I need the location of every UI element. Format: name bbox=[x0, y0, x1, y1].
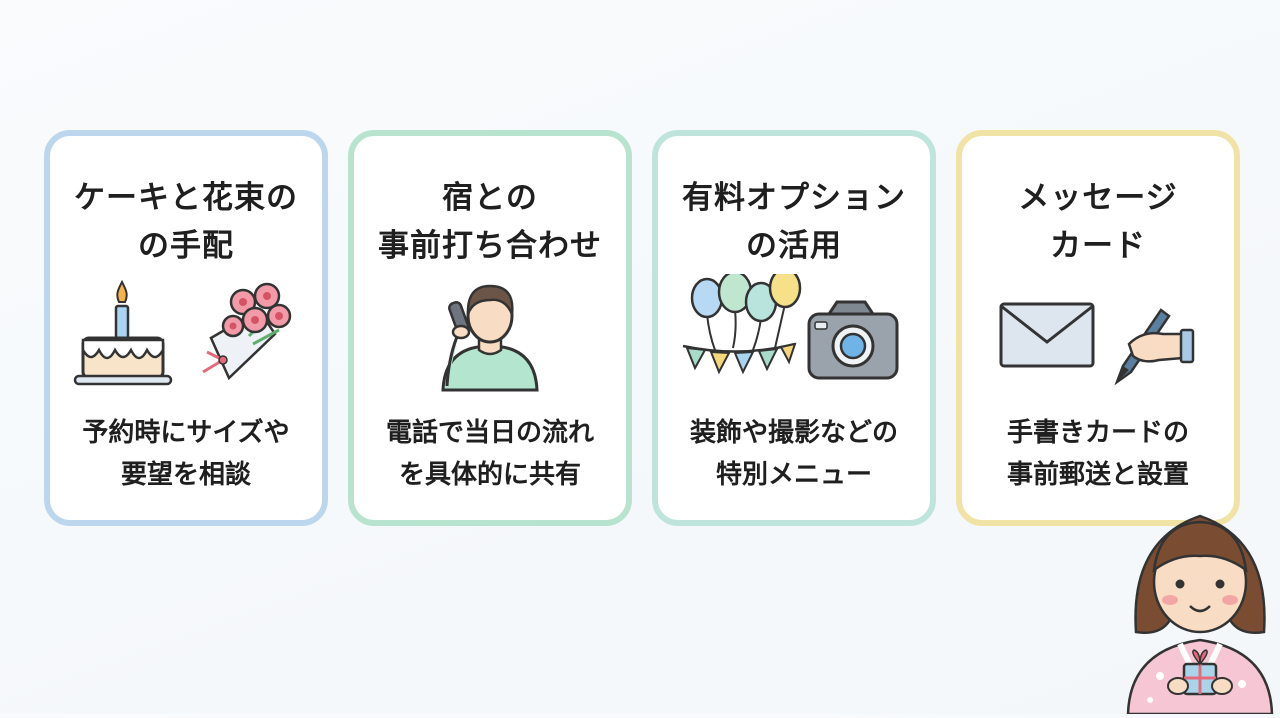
card-desc-line: 電話で当日の流れ bbox=[385, 418, 594, 448]
card-desc-line: 装飾や撮影などの bbox=[689, 418, 898, 448]
phone-call-person-icon bbox=[441, 284, 539, 392]
card-description: 装飾や撮影などの 特別メニュー bbox=[658, 412, 930, 496]
card-cake-flowers: ケーキと花束の の手配 予約時に bbox=[44, 130, 328, 526]
card-message-card: メッセージ カード 手書きカードの 事前郵送と設置 bbox=[956, 130, 1240, 526]
kimono-girl-mascot bbox=[1120, 500, 1280, 716]
card-desc-line: 要望を相談 bbox=[120, 460, 251, 490]
card-title-line: ケーキと花束の bbox=[74, 180, 298, 216]
card-paid-options: 有料オプション の活用 bbox=[652, 130, 936, 526]
card-illustration bbox=[354, 274, 626, 392]
card-illustration bbox=[50, 274, 322, 392]
birthday-cake-icon bbox=[73, 279, 173, 386]
envelope-icon bbox=[999, 302, 1095, 368]
card-title-line: カード bbox=[1050, 228, 1146, 264]
card-desc-line: 手書きカードの bbox=[1006, 418, 1189, 448]
card-description: 電話で当日の流れ を具体的に共有 bbox=[354, 412, 626, 496]
card-title-line: 宿との bbox=[442, 180, 538, 216]
bunting-flags-icon bbox=[682, 342, 797, 375]
card-inn-consultation: 宿との 事前打ち合わせ 電話で当日の流れ を具体的に共有 bbox=[348, 130, 632, 526]
card-title-line: メッセージ bbox=[1018, 180, 1178, 216]
balloons-icon bbox=[690, 274, 802, 351]
card-title-line: の手配 bbox=[138, 228, 234, 264]
camera-icon bbox=[807, 300, 899, 380]
card-title: ケーキと花束の の手配 bbox=[50, 174, 322, 270]
card-title-line: 有料オプション bbox=[682, 180, 906, 216]
card-title-line: の活用 bbox=[746, 228, 842, 264]
flower-bouquet-icon bbox=[202, 282, 292, 381]
writing-hand-icon bbox=[1114, 308, 1195, 386]
card-description: 予約時にサイズや 要望を相談 bbox=[50, 412, 322, 496]
card-desc-line: 特別メニュー bbox=[715, 460, 872, 490]
card-illustration bbox=[962, 274, 1234, 392]
card-title: 有料オプション の活用 bbox=[658, 174, 930, 270]
card-desc-line: 事前郵送と設置 bbox=[1006, 460, 1189, 490]
card-description: 手書きカードの 事前郵送と設置 bbox=[962, 412, 1234, 496]
card-title-line: 事前打ち合わせ bbox=[378, 228, 602, 264]
card-title: 宿との 事前打ち合わせ bbox=[354, 174, 626, 270]
card-title: メッセージ カード bbox=[962, 174, 1234, 270]
card-illustration bbox=[658, 274, 930, 392]
card-desc-line: 予約時にサイズや bbox=[82, 418, 290, 448]
card-desc-line: を具体的に共有 bbox=[398, 460, 581, 490]
